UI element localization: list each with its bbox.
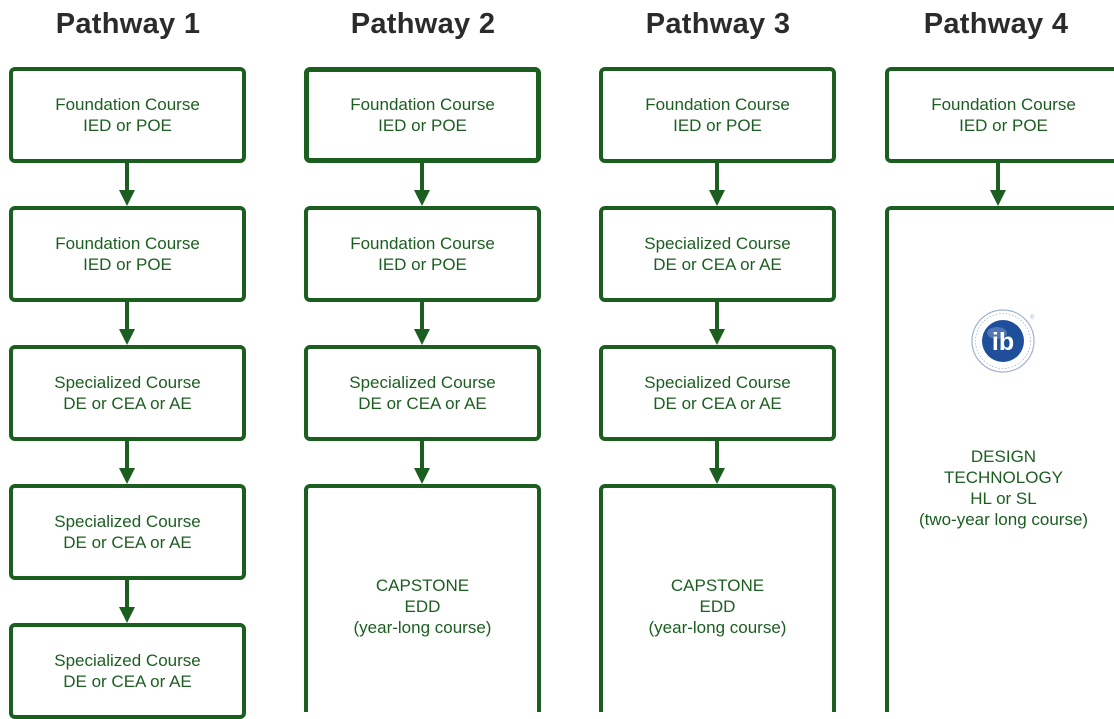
pathway-3-title: Pathway 3 bbox=[645, 8, 791, 40]
box-line: DE or CEA or AE bbox=[358, 394, 487, 413]
pathway-3-box-2: Specialized Course DE or CEA or AE bbox=[599, 206, 836, 302]
svg-text:®: ® bbox=[1030, 314, 1035, 321]
box-line: DE or CEA or AE bbox=[63, 672, 192, 691]
box-line: EDD bbox=[404, 596, 441, 616]
box-line: DE or CEA or AE bbox=[653, 394, 782, 413]
pathway-2-box-2: Foundation Course IED or POE bbox=[304, 206, 541, 302]
flow-arrow-icon bbox=[414, 441, 430, 484]
box-line: Specialized Course bbox=[54, 512, 201, 531]
pathway-3-box-3: Specialized Course DE or CEA or AE bbox=[599, 345, 836, 441]
pathway-4-title: Pathway 4 bbox=[923, 8, 1069, 40]
box-line: DESIGN bbox=[970, 447, 1037, 466]
box-line: Specialized Course bbox=[644, 373, 791, 392]
box-line: Foundation Course bbox=[55, 95, 200, 114]
box-line: DE or CEA or AE bbox=[63, 533, 192, 552]
ib-logo-text: ib bbox=[992, 328, 1014, 356]
box-line: IED or POE bbox=[83, 255, 172, 274]
box-line: HL or SL bbox=[970, 489, 1037, 508]
flow-arrow-icon bbox=[414, 302, 430, 345]
box-line: CAPSTONE bbox=[670, 575, 765, 595]
box-line: DE or CEA or AE bbox=[63, 394, 192, 413]
pathway-1-box-2: Foundation Course IED or POE bbox=[9, 206, 246, 302]
flow-arrow-icon bbox=[119, 163, 135, 206]
box-line: IED or POE bbox=[673, 116, 762, 135]
box-line: (two-year long course) bbox=[918, 510, 1089, 529]
box-line: Foundation Course bbox=[55, 234, 200, 253]
pathway-1-box-5: Specialized Course DE or CEA or AE bbox=[9, 623, 246, 719]
box-line: TECHNOLOGY bbox=[943, 468, 1064, 487]
ib-logo-icon: ib ® bbox=[971, 309, 1035, 373]
box-line: CAPSTONE bbox=[375, 575, 470, 595]
flow-arrow-icon bbox=[119, 441, 135, 484]
pathway-2-box-1: Foundation Course IED or POE bbox=[304, 67, 541, 163]
flow-arrow-icon bbox=[709, 441, 725, 484]
pathway-4-design-technology-box: DESIGN TECHNOLOGY HL or SL (two-year lon… bbox=[885, 206, 1114, 712]
box-line: (year-long course) bbox=[648, 617, 787, 637]
box-line: Specialized Course bbox=[349, 373, 496, 392]
box-line: Specialized Course bbox=[54, 373, 201, 392]
pathway-2-capstone-box: CAPSTONE EDD (year-long course) bbox=[304, 484, 541, 712]
box-line: DE or CEA or AE bbox=[653, 255, 782, 274]
box-line: Foundation Course bbox=[931, 95, 1076, 114]
flow-arrow-icon bbox=[709, 302, 725, 345]
box-line: EDD bbox=[699, 596, 736, 616]
box-line: Foundation Course bbox=[350, 95, 495, 114]
flow-arrow-icon bbox=[709, 163, 725, 206]
box-line: Specialized Course bbox=[644, 234, 791, 253]
pathway-3-capstone-box: CAPSTONE EDD (year-long course) bbox=[599, 484, 836, 712]
box-line: IED or POE bbox=[959, 116, 1048, 135]
pathway-1-box-1: Foundation Course IED or POE bbox=[9, 67, 246, 163]
pathway-2-title: Pathway 2 bbox=[350, 8, 496, 40]
pathway-4-box-1: Foundation Course IED or POE bbox=[885, 67, 1114, 163]
pathway-1-title: Pathway 1 bbox=[55, 8, 201, 40]
box-line: IED or POE bbox=[378, 116, 467, 135]
box-line: Foundation Course bbox=[645, 95, 790, 114]
pathway-2-box-3: Specialized Course DE or CEA or AE bbox=[304, 345, 541, 441]
box-line: IED or POE bbox=[83, 116, 172, 135]
flow-arrow-icon bbox=[414, 163, 430, 206]
flow-arrow-icon bbox=[119, 302, 135, 345]
box-line: Specialized Course bbox=[54, 651, 201, 670]
box-line: IED or POE bbox=[378, 255, 467, 274]
pathway-3-box-1: Foundation Course IED or POE bbox=[599, 67, 836, 163]
pathway-1-box-4: Specialized Course DE or CEA or AE bbox=[9, 484, 246, 580]
flow-arrow-icon bbox=[119, 580, 135, 623]
box-line: Foundation Course bbox=[350, 234, 495, 253]
flow-arrow-icon bbox=[990, 163, 1006, 206]
pathway-1-box-3: Specialized Course DE or CEA or AE bbox=[9, 345, 246, 441]
box-line: (year-long course) bbox=[353, 617, 492, 637]
